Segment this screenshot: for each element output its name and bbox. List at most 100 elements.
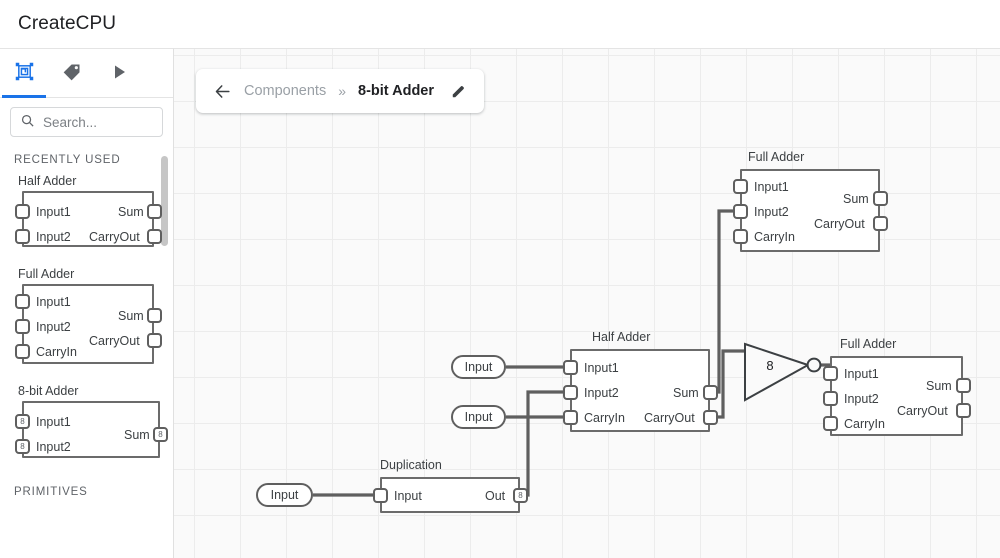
- pin-input2[interactable]: [15, 319, 30, 334]
- pin-label-input2: Input2: [754, 205, 789, 219]
- pin-label-input1: Input1: [844, 367, 879, 381]
- palette-item-8bit-adder[interactable]: 8-bit Adder 8 Input1 8 Input2 8 Sum: [0, 384, 173, 458]
- pin-carryout[interactable]: [147, 333, 162, 348]
- pin-input1[interactable]: [15, 204, 30, 219]
- tab-run[interactable]: [96, 49, 144, 97]
- pin-input[interactable]: [373, 488, 388, 503]
- palette-item-half-adder[interactable]: Half Adder Input1 Input2 Sum CarryOut: [0, 174, 173, 247]
- io-pill-input-3[interactable]: Input: [256, 483, 313, 507]
- chip-body: [22, 191, 154, 247]
- node-body[interactable]: [380, 477, 520, 513]
- pin-sum[interactable]: [147, 308, 162, 323]
- pin-label-input2: Input2: [584, 386, 619, 400]
- pin-carryout[interactable]: [703, 410, 718, 425]
- pin-label-sum: Sum: [124, 428, 150, 442]
- breadcrumb-separator: »: [338, 83, 347, 99]
- breadcrumb: Components » 8-bit Adder: [196, 69, 485, 113]
- palette-item-title: Full Adder: [18, 267, 75, 281]
- pin-carryout[interactable]: [873, 216, 888, 231]
- play-icon: [112, 64, 128, 83]
- node-body[interactable]: [570, 349, 710, 432]
- pin-sum[interactable]: [147, 204, 162, 219]
- pin-sum[interactable]: [703, 385, 718, 400]
- pin-label-carryin: CarryIn: [844, 417, 885, 431]
- chip-half-adder: Input1 Input2 Sum CarryOut: [14, 191, 173, 247]
- pin-label-sum: Sum: [118, 205, 144, 219]
- pin-input1[interactable]: 8: [15, 414, 30, 429]
- title-bar: CreateCPU: [0, 0, 1000, 48]
- palette-item-title: 8-bit Adder: [18, 384, 79, 398]
- canvas[interactable]: 8 Full Adder Input1 Input2 CarryIn Sum C…: [174, 48, 1000, 558]
- pin-carryout[interactable]: [956, 403, 971, 418]
- pin-carryin[interactable]: [733, 229, 748, 244]
- pin-sum[interactable]: 8: [153, 427, 168, 442]
- pin-input2[interactable]: 8: [15, 439, 30, 454]
- pin-carryout[interactable]: [147, 229, 162, 244]
- pin-input1[interactable]: [733, 179, 748, 194]
- pin-input2[interactable]: [823, 391, 838, 406]
- pin-label-carryout: CarryOut: [897, 404, 948, 418]
- pin-label-carryin: CarryIn: [754, 230, 795, 244]
- pin-sum[interactable]: [956, 378, 971, 393]
- breadcrumb-current: 8-bit Adder: [358, 83, 435, 99]
- pin-input1[interactable]: [563, 360, 578, 375]
- tab-tags[interactable]: [48, 49, 96, 97]
- pin-carryin[interactable]: [15, 344, 30, 359]
- pin-carryin[interactable]: [823, 416, 838, 431]
- io-pill-input-1[interactable]: Input: [451, 355, 506, 379]
- pin-label-input2: Input2: [36, 440, 71, 454]
- pin-label-input2: Input2: [844, 392, 879, 406]
- pin-label-input: Input: [394, 489, 422, 503]
- search-input[interactable]: [43, 114, 153, 130]
- breadcrumb-parent[interactable]: Components: [244, 83, 327, 99]
- pin-label-carryout: CarryOut: [644, 411, 695, 425]
- pin-label-sum: Sum: [843, 192, 869, 206]
- pin-label-input1: Input1: [754, 180, 789, 194]
- palette-item-title: Half Adder: [18, 174, 77, 188]
- pin-input2[interactable]: [733, 204, 748, 219]
- sidebar: RECENTLY USED Half Adder Input1 Input2 S…: [0, 48, 174, 558]
- io-pill-input-2[interactable]: Input: [451, 405, 506, 429]
- section-primitives: PRIMITIVES: [14, 486, 88, 498]
- pin-sum[interactable]: [873, 191, 888, 206]
- pin-label-input2: Input2: [36, 230, 71, 244]
- arrow-left-icon[interactable]: [213, 82, 232, 101]
- palette-list: Half Adder Input1 Input2 Sum CarryOut Fu…: [0, 174, 173, 458]
- search-box[interactable]: [10, 107, 163, 137]
- pin-label-input1: Input1: [584, 361, 619, 375]
- chip-8bit-adder: 8 Input1 8 Input2 8 Sum: [14, 401, 173, 458]
- node-title: Full Adder: [748, 150, 805, 164]
- tag-icon: [62, 62, 82, 85]
- palette-item-full-adder[interactable]: Full Adder Input1 Input2 CarryIn Sum Car…: [0, 267, 173, 364]
- pin-carryin[interactable]: [563, 410, 578, 425]
- pin-label-sum: Sum: [926, 379, 952, 393]
- search-container: [0, 98, 173, 137]
- sidebar-tabbar: [0, 49, 173, 98]
- pin-out[interactable]: 8: [513, 488, 528, 503]
- pin-label-carryin: CarryIn: [584, 411, 625, 425]
- pin-label-out: Out: [485, 489, 506, 503]
- pin-label-sum: Sum: [118, 309, 144, 323]
- pin-input2[interactable]: [563, 385, 578, 400]
- pin-input2[interactable]: [15, 229, 30, 244]
- sidebar-scrollbar-track[interactable]: [161, 49, 168, 558]
- pin-label-input1: Input1: [36, 295, 71, 309]
- search-icon: [20, 113, 35, 131]
- pin-input1[interactable]: [823, 366, 838, 381]
- pencil-icon[interactable]: [450, 83, 467, 100]
- tab-components[interactable]: [0, 49, 48, 98]
- pin-label-sum: Sum: [673, 386, 699, 400]
- component-icon: [14, 61, 35, 85]
- pin-label-carryin: CarryIn: [36, 345, 77, 359]
- pin-label-input1: Input1: [36, 205, 71, 219]
- node-body[interactable]: [740, 169, 880, 252]
- app-title: CreateCPU: [18, 13, 117, 34]
- canvas-grid: [174, 49, 1000, 558]
- pin-input1[interactable]: [15, 294, 30, 309]
- pin-label-carryout: CarryOut: [89, 334, 140, 348]
- pin-label-carryout: CarryOut: [89, 230, 140, 244]
- pin-label-carryout: CarryOut: [814, 217, 865, 231]
- section-recently-used: RECENTLY USED: [14, 154, 121, 166]
- chip-full-adder: Input1 Input2 CarryIn Sum CarryOut: [14, 284, 173, 364]
- sidebar-scrollbar-thumb[interactable]: [161, 156, 168, 246]
